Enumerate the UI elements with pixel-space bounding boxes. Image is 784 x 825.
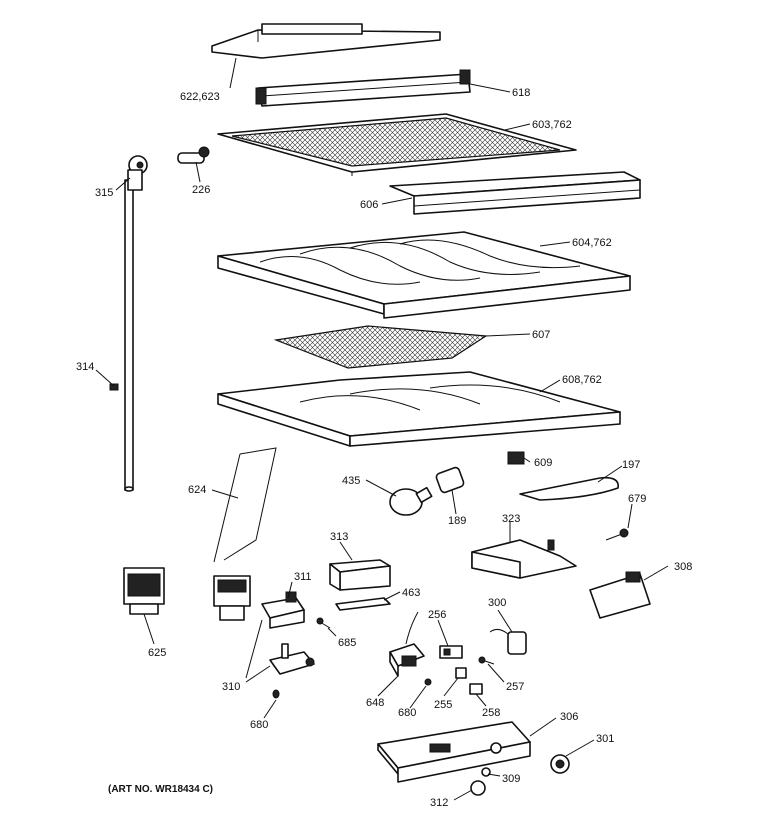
label-625: 625 <box>148 647 166 659</box>
label-648: 648 <box>366 697 384 709</box>
label-607: 607 <box>532 329 550 341</box>
label-308: 308 <box>674 561 692 573</box>
part-435-bulb <box>389 486 433 516</box>
label-608-762: 608,762 <box>562 374 602 386</box>
label-189: 189 <box>448 515 466 527</box>
label-463: 463 <box>402 587 420 599</box>
part-625-housing <box>123 567 165 615</box>
part-300-connector <box>489 628 527 655</box>
label-603-762: 603,762 <box>532 119 572 131</box>
label-685: 685 <box>338 637 356 649</box>
part-256-connector <box>439 645 463 659</box>
part-301-knob <box>550 754 570 774</box>
part-609 <box>507 451 525 465</box>
label-311: 311 <box>294 571 312 583</box>
part-255 <box>455 667 467 679</box>
part-606-drawer-front <box>389 171 641 215</box>
part-604-crisper-cover <box>217 231 631 319</box>
label-618: 618 <box>512 87 530 99</box>
part-618-rail <box>255 69 471 107</box>
part-624-harness <box>213 447 277 563</box>
part-685-screw <box>316 617 331 629</box>
label-197: 197 <box>622 459 640 471</box>
label-312: 312 <box>430 797 448 809</box>
label-680-left: 680 <box>250 719 268 731</box>
part-306-housing <box>377 721 531 783</box>
part-189-socket <box>435 466 465 494</box>
label-435: 435 <box>342 475 360 487</box>
part-648-relay <box>389 611 425 677</box>
part-309-bushing <box>481 767 491 777</box>
part-308-plate <box>589 571 651 619</box>
label-606: 606 <box>360 199 378 211</box>
label-255: 255 <box>434 699 452 711</box>
label-609: 609 <box>534 457 552 469</box>
label-300: 300 <box>488 597 506 609</box>
label-226: 226 <box>192 184 210 196</box>
part-257-screw <box>478 656 495 665</box>
label-313: 313 <box>330 531 348 543</box>
label-257: 257 <box>506 681 524 693</box>
label-309: 309 <box>502 773 520 785</box>
label-679: 679 <box>628 493 646 505</box>
part-680-screw-center <box>424 678 432 686</box>
part-608-pan-cover <box>217 371 621 447</box>
label-624: 624 <box>188 484 206 496</box>
part-197-strip <box>519 476 619 501</box>
art-number: (ART NO. WR18434 C) <box>108 784 213 795</box>
part-622-top-cover <box>211 23 441 59</box>
label-315: 315 <box>95 187 113 199</box>
part-311-switch <box>261 591 305 629</box>
label-314: 314 <box>76 361 94 373</box>
part-679-screw <box>605 528 629 541</box>
part-switch-assembly <box>213 575 251 621</box>
part-313-box <box>329 559 391 591</box>
part-312-knob <box>470 780 486 796</box>
leader-lines <box>95 57 669 801</box>
label-256: 256 <box>428 609 446 621</box>
part-315-hinge-rod <box>124 155 148 492</box>
label-306: 306 <box>560 711 578 723</box>
part-463-block <box>335 597 391 611</box>
label-680-center: 680 <box>398 707 416 719</box>
part-226-pin <box>177 146 210 164</box>
part-310 <box>269 643 315 675</box>
label-622-623: 622,623 <box>180 91 220 103</box>
label-301: 301 <box>596 733 614 745</box>
part-323-bracket <box>471 539 577 579</box>
label-604-762: 604,762 <box>572 237 612 249</box>
part-314-clip <box>109 383 119 391</box>
part-258 <box>469 683 483 695</box>
label-323: 323 <box>502 513 520 525</box>
label-310: 310 <box>222 681 240 693</box>
label-258: 258 <box>482 707 500 719</box>
part-680-screw-left <box>272 689 280 699</box>
part-603-shelf <box>217 113 577 176</box>
part-607-mesh-filter <box>273 325 488 369</box>
part-labels: 622,623 618 603,762 315 226 606 604,762 … <box>76 87 692 809</box>
